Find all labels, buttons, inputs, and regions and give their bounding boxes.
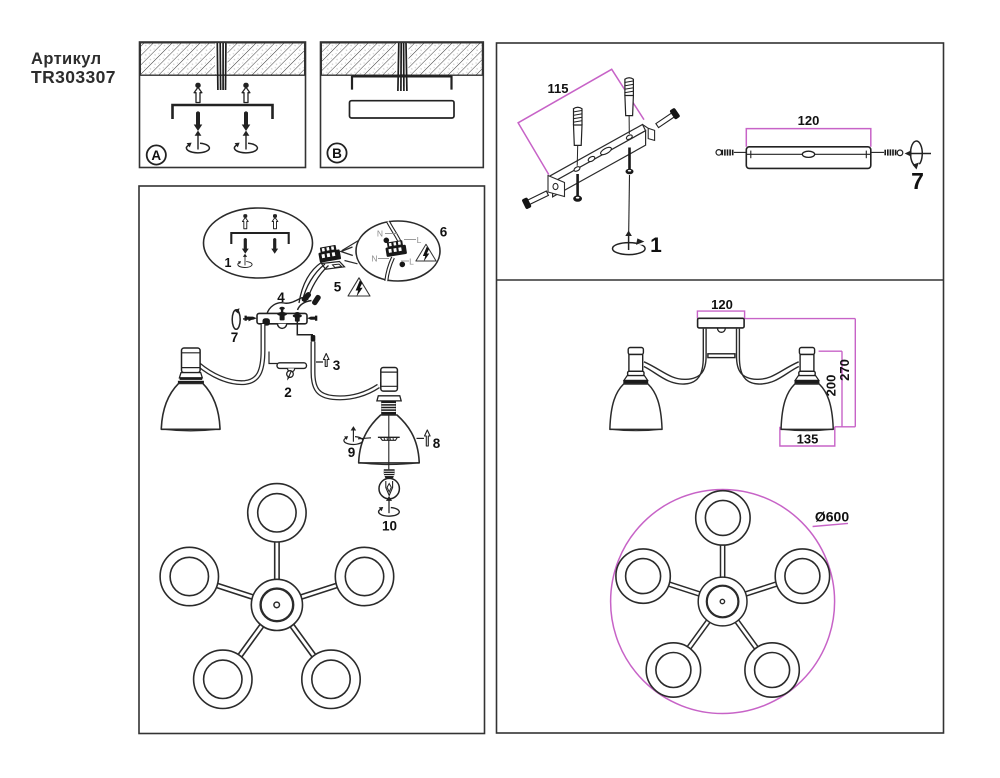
svg-text:10: 10 bbox=[382, 519, 397, 534]
svg-text:200: 200 bbox=[824, 375, 839, 397]
svg-text:135: 135 bbox=[797, 432, 819, 447]
svg-text:4: 4 bbox=[277, 290, 285, 305]
svg-text:120: 120 bbox=[711, 297, 733, 312]
svg-text:1: 1 bbox=[225, 256, 232, 270]
svg-text:120: 120 bbox=[798, 113, 820, 128]
svg-text:Артикул: Артикул bbox=[31, 50, 102, 68]
svg-text:L: L bbox=[409, 257, 414, 267]
svg-text:A: A bbox=[151, 148, 161, 163]
svg-text:N: N bbox=[377, 229, 383, 239]
svg-text:7: 7 bbox=[231, 330, 239, 345]
svg-text:TR303307: TR303307 bbox=[31, 67, 116, 87]
svg-text:3: 3 bbox=[333, 358, 341, 373]
svg-text:7: 7 bbox=[911, 168, 924, 194]
svg-text:5: 5 bbox=[334, 280, 342, 295]
svg-text:L: L bbox=[417, 235, 422, 245]
svg-text:115: 115 bbox=[548, 81, 569, 96]
svg-text:B: B bbox=[332, 146, 342, 161]
svg-text:N: N bbox=[371, 254, 377, 264]
svg-text:8: 8 bbox=[433, 436, 441, 451]
svg-text:2: 2 bbox=[284, 385, 292, 400]
svg-text:9: 9 bbox=[348, 445, 356, 460]
svg-text:1: 1 bbox=[650, 234, 662, 257]
svg-text:270: 270 bbox=[837, 359, 852, 381]
svg-text:Ø600: Ø600 bbox=[815, 509, 849, 525]
svg-text:6: 6 bbox=[440, 225, 448, 240]
